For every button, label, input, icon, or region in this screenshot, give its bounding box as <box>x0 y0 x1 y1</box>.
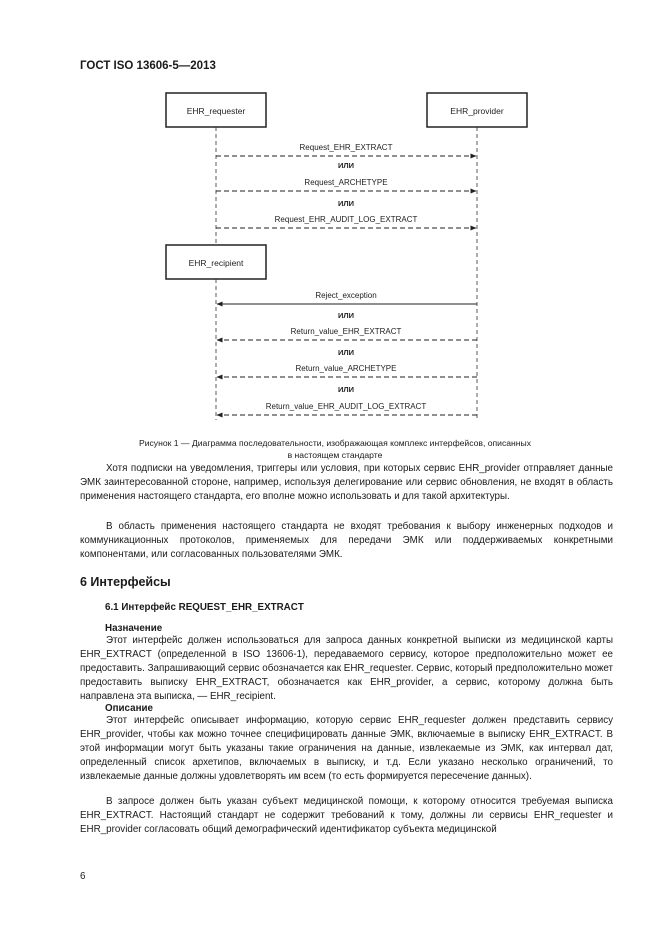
message-label: Request_EHR_EXTRACT <box>300 143 393 152</box>
description-heading: Описание <box>105 703 153 714</box>
requester-lifeline-label: EHR_requester <box>187 106 246 116</box>
or-label: ИЛИ <box>338 348 354 357</box>
message-label: Request_ARCHETYPE <box>304 178 387 187</box>
message-label: Request_EHR_AUDIT_LOG_EXTRACT <box>275 215 418 224</box>
paragraph-text: В запросе должен быть указан субъект мед… <box>80 796 613 836</box>
paragraph-text: Хотя подписки на уведомления, триггеры и… <box>80 463 613 503</box>
paragraph: В область применения настоящего стандарт… <box>80 520 613 562</box>
or-label: ИЛИ <box>338 161 354 170</box>
section-title: 6 Интерфейсы <box>80 575 171 589</box>
figure-caption: Рисунок 1 — Диаграмма последовательности… <box>80 437 590 461</box>
message-label: Return_value_EHR_EXTRACT <box>291 327 402 336</box>
paragraph-text: В область применения настоящего стандарт… <box>80 521 613 561</box>
purpose-heading: Назначение <box>105 623 163 634</box>
subsection-title: 6.1 Интерфейс REQUEST_EHR_EXTRACT <box>105 602 304 613</box>
paragraph: В запросе должен быть указан субъект мед… <box>80 795 613 837</box>
message-label: Return_value_ARCHETYPE <box>296 364 397 373</box>
or-label: ИЛИ <box>338 311 354 320</box>
caption-line: в настоящем стандарте <box>287 450 383 460</box>
paragraph: Этот интерфейс должен использоваться для… <box>80 634 613 704</box>
requester-lifeline-box <box>165 92 267 128</box>
recipient-lifeline-box <box>165 244 267 280</box>
document-header: ГОСТ ISO 13606-5—2013 <box>80 60 216 72</box>
provider-lifeline-label: EHR_provider <box>450 106 504 116</box>
recipient-lifeline-label: EHR_recipient <box>189 258 244 268</box>
paragraph-text: Этот интерфейс должен использоваться для… <box>80 635 613 703</box>
message-label: Reject_exception <box>315 291 376 300</box>
paragraph-text: Этот интерфейс описывает информацию, кот… <box>80 715 613 783</box>
paragraph: Этот интерфейс описывает информацию, кот… <box>80 714 613 784</box>
paragraph: Хотя подписки на уведомления, триггеры и… <box>80 462 613 504</box>
or-label: ИЛИ <box>338 385 354 394</box>
message-label: Return_value_EHR_AUDIT_LOG_EXTRACT <box>266 402 427 411</box>
or-label: ИЛИ <box>338 199 354 208</box>
page-number: 6 <box>80 871 86 882</box>
sequence-diagram: EHR_requester EHR_provider EHR_recipient… <box>165 92 528 420</box>
caption-line: Рисунок 1 — Диаграмма последовательности… <box>138 438 532 448</box>
